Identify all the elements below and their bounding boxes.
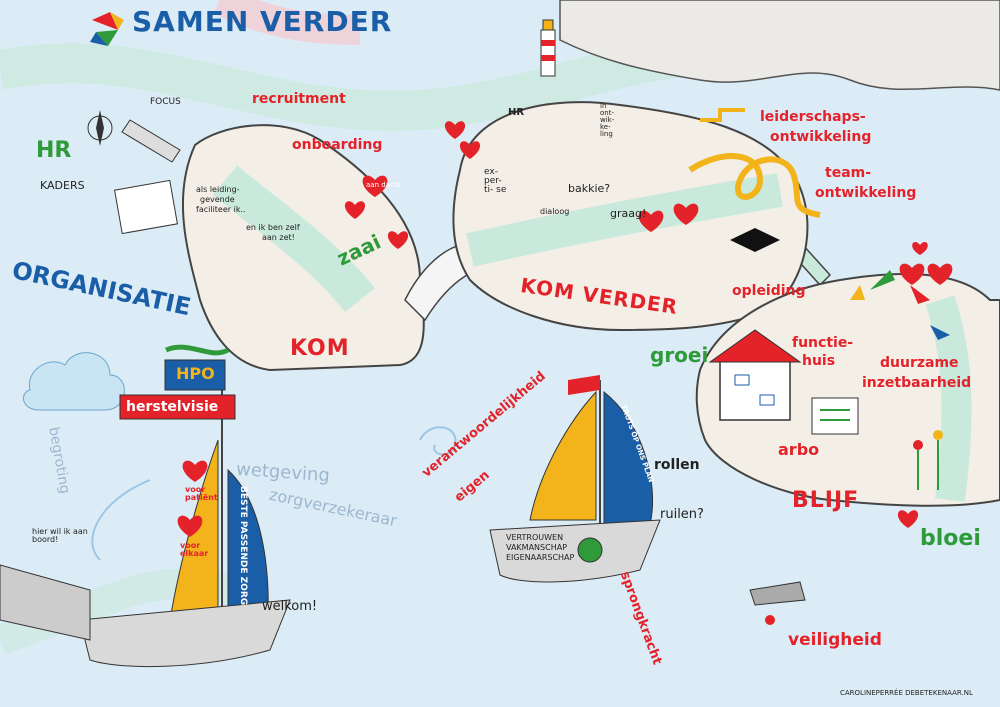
label-focus: FOCUS <box>150 97 181 107</box>
label-dialoog: dialoog <box>540 207 570 216</box>
buoy-icon <box>765 615 775 625</box>
green-arrow-icon <box>870 270 895 290</box>
label-hpo: HPO <box>176 364 215 383</box>
cloud-icon <box>22 352 125 411</box>
wind-swirl <box>419 426 457 456</box>
label-eigenaarschap: EIGENAARSCHAP <box>506 553 575 562</box>
map-title: SAMEN VERDER <box>132 5 393 38</box>
label-leiderschaps-1: leiderschaps- <box>760 109 866 125</box>
label-kaders: KADERS <box>40 179 85 192</box>
label-ruilen: ruilen? <box>660 507 704 522</box>
sailboat-middle <box>489 375 661 583</box>
label-duurzame-1: duurzame <box>880 355 959 371</box>
wind-line <box>91 479 151 561</box>
label-vakmanschap: VAKMANSCHAP <box>506 543 568 552</box>
label-vertrouwen: VERTROUWEN <box>506 533 564 542</box>
label-groei: groei <box>650 343 709 367</box>
label-beste-zorg: BESTE PASSENDE ZORG <box>238 486 248 606</box>
stairs-icon <box>700 108 745 122</box>
label-in-ontwikkeling: in ont- wik- ke- ling <box>600 102 615 138</box>
label-zelf-2: aan zet! <box>262 233 295 242</box>
label-leiding-3: faciliteer ik.. <box>196 205 246 214</box>
path-kom <box>212 165 375 313</box>
label-voor-patient: voor patiënt <box>185 485 218 502</box>
graduation-cap-icon <box>730 228 780 252</box>
label-team-2: ontwikkeling <box>815 185 917 201</box>
sailboat-hpo <box>79 344 291 668</box>
label-leiderschaps-2: ontwikkeling <box>770 129 872 145</box>
label-aandacht: aan dacht <box>366 181 402 189</box>
compass-icon <box>87 110 113 146</box>
label-functiehuis-1: functie- <box>792 335 854 351</box>
map-icon <box>114 179 178 235</box>
label-hr: HR <box>36 138 72 163</box>
pink-wash <box>213 0 361 45</box>
label-arbo: arbo <box>778 440 820 459</box>
credit-text: CAROLINEPERRÉE DEBETEKENAAR.NL <box>840 689 973 697</box>
label-hr-stall: HR <box>508 107 525 118</box>
label-welkom: welkom! <box>262 599 318 614</box>
label-leiding-2: gevende <box>200 195 235 204</box>
path-blijf <box>925 295 972 502</box>
label-bloei: bloei <box>920 526 981 551</box>
telescope-icon <box>121 119 181 163</box>
label-kom: KOM <box>290 336 350 361</box>
label-recruitment: recruitment <box>252 91 346 107</box>
blue-arrow-icon <box>930 325 950 340</box>
label-veiligheid: veiligheid <box>788 630 882 650</box>
island-blijf <box>695 273 1000 507</box>
label-voor-elkaar: voor elkaar <box>180 541 209 558</box>
label-duurzame-2: inzetbaarheid <box>862 375 972 391</box>
house-icon <box>708 329 802 421</box>
rowboat <box>749 581 806 606</box>
label-leiding-1: als leiding- <box>196 185 240 194</box>
label-graag: graag! <box>610 207 647 220</box>
label-onboarding: onboarding <box>292 137 383 153</box>
label-zelf-1: en ik ben zelf <box>246 223 300 232</box>
spiral-track <box>688 153 821 218</box>
label-bakkie: bakkie? <box>568 182 611 195</box>
label-rollen: rollen <box>654 457 700 473</box>
yellow-arrow-icon <box>850 285 865 300</box>
label-hier-wil-ik: hier wil ik aan boord! <box>32 527 88 544</box>
clipboard-icon <box>811 397 859 435</box>
label-blijf: BLIJF <box>792 488 860 513</box>
coastline <box>559 0 1000 91</box>
path-kom-verder <box>466 173 783 267</box>
red-arrow-icon <box>910 285 930 304</box>
label-team-1: team- <box>825 165 872 181</box>
label-expertise: ex- per- ti- se <box>484 167 507 195</box>
logo-icon <box>90 12 124 46</box>
label-herstelvisie: herstelvisie <box>126 399 219 415</box>
label-functiehuis-2: huis <box>802 353 836 369</box>
hearts <box>344 121 953 528</box>
flowers-icon <box>913 430 943 490</box>
jetty <box>0 564 91 641</box>
label-opleiding: opleiding <box>732 283 806 299</box>
lighthouse <box>540 19 556 77</box>
